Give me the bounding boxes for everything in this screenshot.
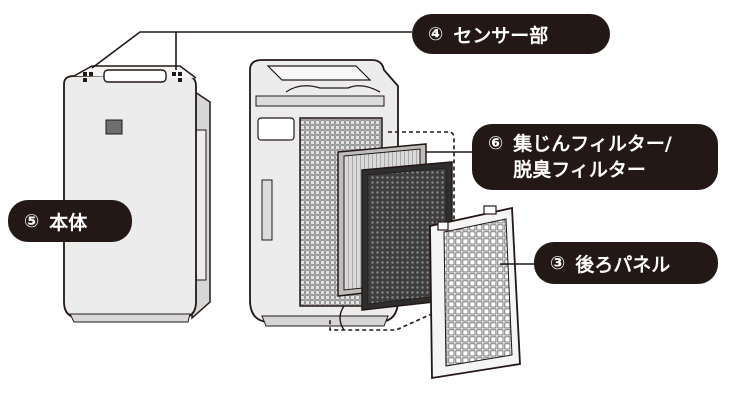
label-back-panel-number: ③ — [550, 252, 566, 274]
explosion-guide-line — [329, 131, 455, 331]
label-sensor-text: センサー部 — [453, 24, 549, 47]
label-filters-number: ⑥ — [488, 133, 504, 154]
sensor-dots-left — [83, 72, 93, 82]
label-filters-line2: 脱臭フィルター — [513, 159, 646, 181]
label-sensor-number: ④ — [428, 23, 444, 45]
label-body-number: ⑤ — [24, 210, 40, 232]
deodorizing-filter — [361, 161, 453, 311]
rear-panel — [429, 205, 521, 380]
label-filters-line1: 集じんフィルター/ — [513, 133, 672, 155]
label-filters: ⑥ 集じんフィルター/ 脱臭フィルター — [472, 124, 718, 190]
label-back-panel-text: 後ろパネル — [575, 253, 671, 276]
label-body: ⑤ 本体 — [8, 200, 132, 242]
label-back-panel: ③ 後ろパネル — [534, 242, 718, 284]
label-sensor: ④ センサー部 — [412, 14, 610, 54]
label-body-text: 本体 — [49, 211, 88, 234]
main-unit-front — [63, 65, 211, 323]
sensor-dots-right — [172, 72, 182, 82]
